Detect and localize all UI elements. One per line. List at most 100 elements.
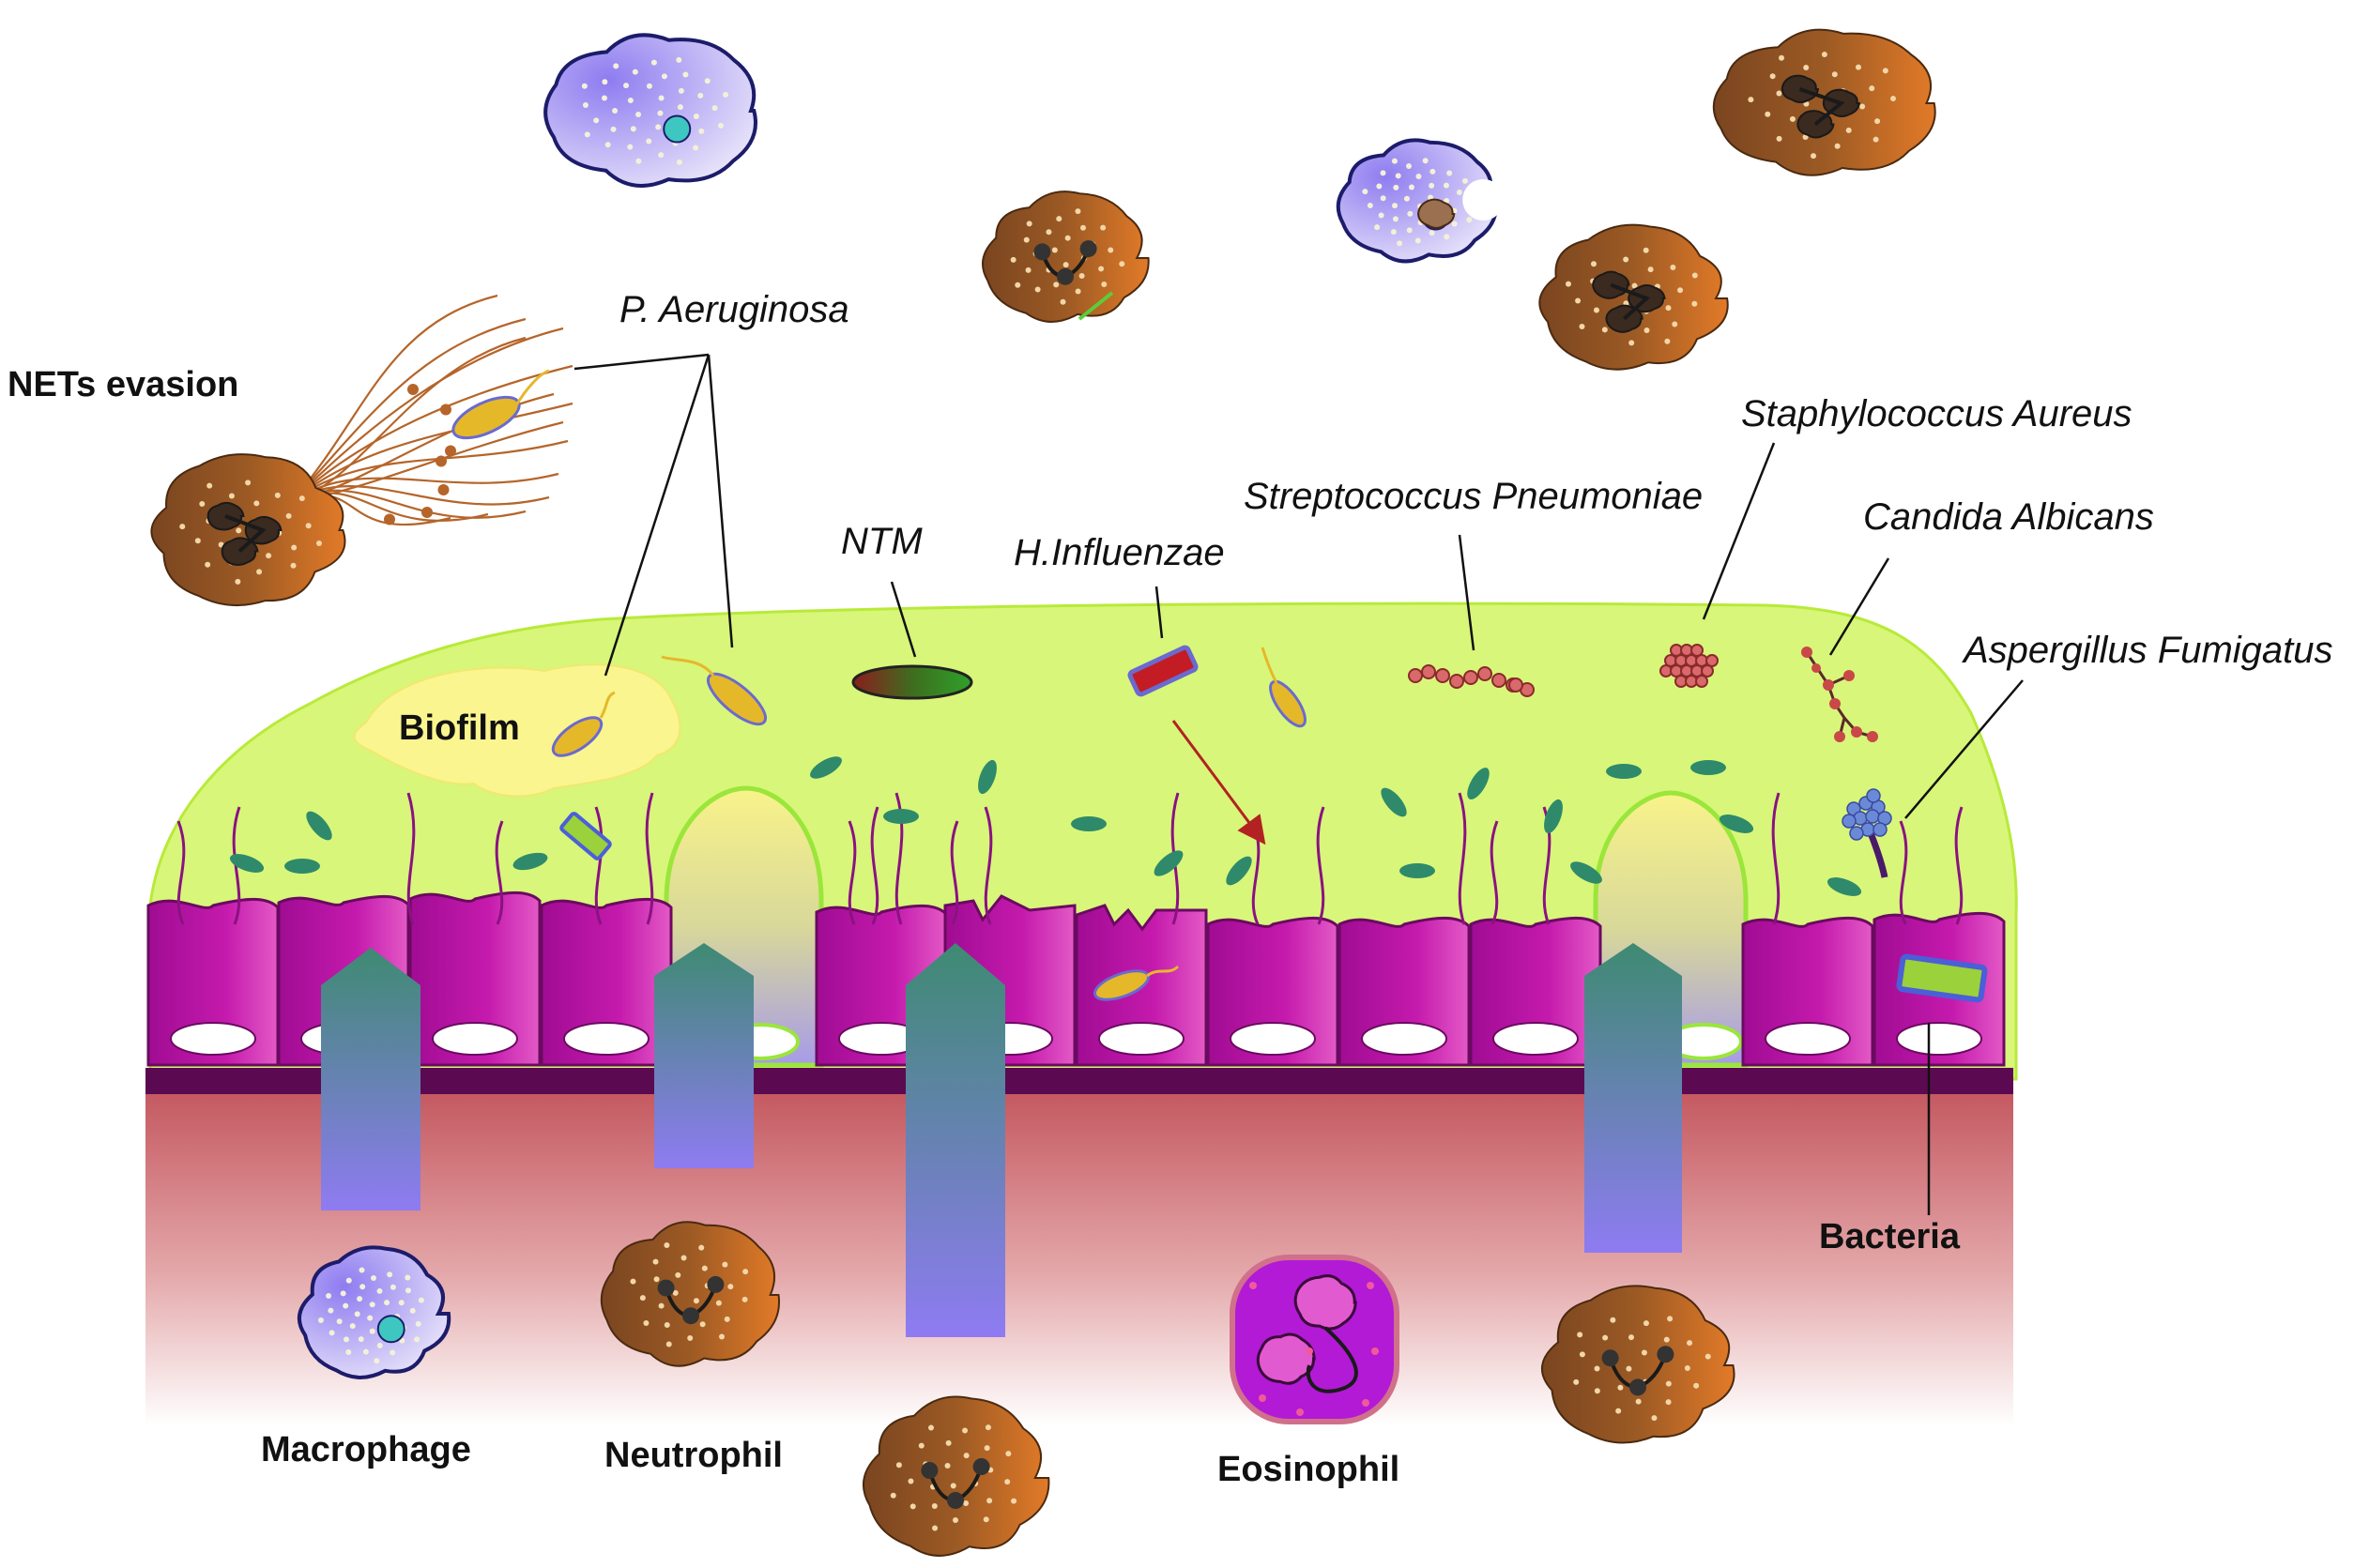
granule: [658, 95, 665, 101]
granule: [1004, 1479, 1011, 1485]
mucus-particle: [1827, 877, 1862, 896]
granule: [328, 1307, 334, 1314]
granule: [1890, 96, 1897, 102]
cell-nucleus: [170, 1022, 256, 1056]
granule: [1075, 208, 1081, 215]
granule: [291, 544, 298, 551]
granule: [1667, 1316, 1674, 1322]
granule: [1565, 281, 1571, 287]
cilium: [406, 792, 416, 925]
granule: [1802, 134, 1809, 141]
cilium: [1316, 806, 1325, 925]
mucus-particle: [1226, 856, 1252, 886]
granule: [1691, 300, 1698, 307]
cilium: [1954, 806, 1964, 925]
granule: [1594, 1388, 1600, 1394]
granule: [1391, 158, 1398, 164]
granule: [1869, 85, 1875, 92]
granule: [367, 1315, 374, 1321]
cilium: [984, 806, 993, 925]
granule: [664, 1242, 670, 1249]
granule: [661, 73, 667, 80]
net-granule: [384, 513, 395, 525]
staphylococcus-aureus-label: Staphylococcus Aureus: [1741, 393, 2132, 434]
nets-evasion-label: NETs evasion: [8, 365, 238, 404]
mucus-particle: [1544, 799, 1563, 834]
granule: [1392, 203, 1399, 209]
granule: [646, 83, 652, 89]
net-fiber: [290, 364, 573, 503]
granule: [724, 1316, 730, 1322]
granule: [1466, 217, 1473, 223]
granule: [199, 501, 206, 508]
granule: [194, 538, 201, 544]
net-granule: [437, 484, 450, 495]
granule: [228, 493, 235, 499]
mucus-particle: [306, 811, 332, 841]
granule: [1643, 1320, 1649, 1327]
granule: [345, 1349, 352, 1356]
granule: [369, 1328, 375, 1334]
submucosal-glands: [321, 943, 1682, 1337]
granule: [650, 59, 657, 66]
aspergillus-fumigatus-label: Aspergillus Fumigatus: [1962, 630, 2333, 671]
eosinophil-granule: [1362, 1399, 1369, 1407]
granule: [719, 1333, 726, 1340]
granule: [1811, 153, 1817, 160]
neutrophil: [1540, 1285, 1735, 1444]
candida-albicans: [1801, 647, 1878, 742]
granule: [1803, 64, 1810, 70]
streptococcus-coccus: [1491, 673, 1506, 688]
granule: [698, 128, 705, 134]
leader-lines: [573, 353, 2024, 1215]
granule: [1390, 229, 1397, 236]
granule: [1100, 224, 1107, 231]
granule: [678, 87, 684, 94]
mucus-particle: [1071, 816, 1107, 831]
granule: [950, 1483, 956, 1489]
granule: [697, 92, 704, 99]
mucus-particle: [883, 809, 919, 824]
granule: [1834, 143, 1841, 149]
basement-membrane: [145, 1068, 2013, 1094]
granule: [962, 1427, 969, 1434]
granule: [1101, 281, 1108, 287]
p-aeruginosa-label: P. Aeruginosa: [619, 289, 849, 330]
cell-nucleus: [1361, 1022, 1447, 1056]
granule: [584, 131, 590, 138]
net-granule: [440, 403, 451, 416]
eosinophil-granule: [1306, 1347, 1313, 1355]
h-influenzae-bacterium: [1127, 645, 1266, 845]
eosinophil: [1230, 1255, 1399, 1424]
granule: [1374, 224, 1381, 231]
mucus-particle: [1690, 760, 1726, 775]
net-fiber: [290, 294, 498, 503]
granule: [1684, 1365, 1690, 1372]
granule: [1098, 266, 1105, 272]
granule: [1010, 256, 1016, 263]
biofilm-label: Biofilm: [399, 708, 520, 748]
nucleus-lobe: [657, 1279, 675, 1297]
granule: [677, 104, 683, 111]
aspergillus-fumigatus: [1842, 788, 1892, 878]
granule: [635, 111, 642, 117]
granule: [1060, 298, 1066, 305]
granule: [1367, 203, 1373, 209]
granule: [1821, 52, 1827, 58]
macrophage-label: Macrophage: [261, 1430, 471, 1469]
granule: [359, 1267, 365, 1273]
granule: [701, 1265, 708, 1271]
granule: [1859, 103, 1866, 110]
granule: [256, 569, 263, 575]
granule: [1665, 1380, 1672, 1387]
granule: [1776, 90, 1782, 97]
granule: [1415, 173, 1422, 179]
mucus-particle: [1399, 863, 1435, 878]
granule: [984, 1445, 990, 1452]
granule: [1015, 282, 1021, 288]
net-fiber: [290, 327, 564, 503]
granule: [343, 1336, 349, 1343]
granule: [680, 1255, 687, 1261]
granule: [1575, 297, 1582, 304]
granule: [1380, 170, 1386, 176]
